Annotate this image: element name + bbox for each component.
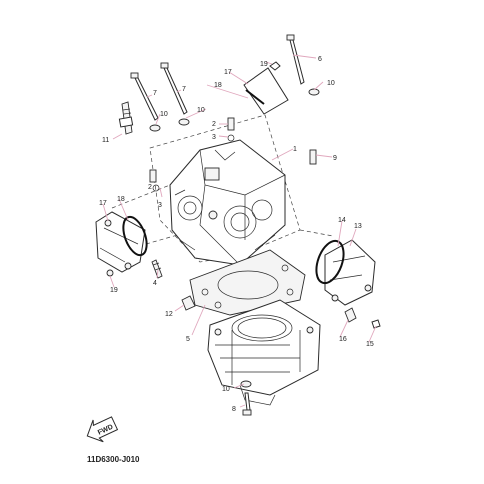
o-ring-left [122,215,148,257]
bracket [344,307,357,323]
washers [149,88,320,388]
callout-17a: 17 [99,200,107,207]
callout-18b: 18 [214,82,222,89]
long-bolts [130,34,305,416]
callout-labels: 1 2 3 2 3 4 5 6 7 7 8 9 10 10 10 10 11 1… [99,56,374,413]
callout-10a: 10 [160,111,168,118]
callout-10d: 10 [222,386,230,393]
callout-19a: 19 [110,287,118,294]
callout-10b: 10 [197,107,205,114]
callout-14: 14 [338,217,346,224]
fitting [181,295,196,311]
callout-3: 3 [212,134,216,141]
callout-2b: 2 [148,184,152,191]
spark-plug [118,101,134,135]
callout-19b: 19 [260,61,268,68]
fwd-arrow: FWD [86,416,119,443]
callout-16: 16 [339,336,347,343]
callout-7a: 7 [153,90,157,97]
cylinder-head [169,139,286,266]
callout-4: 4 [153,280,157,287]
callout-6: 6 [318,56,322,63]
callout-3b: 3 [158,202,162,209]
callout-10c: 10 [327,80,335,87]
callout-17b: 17 [224,69,232,76]
exhaust-valve-cover [324,239,376,306]
intake-valve-cover [95,211,146,273]
callout-12: 12 [165,311,173,318]
leader-lines [102,54,377,408]
callout-8: 8 [232,406,236,413]
callout-1: 1 [293,146,297,153]
valve-cover-seal-top [243,67,289,115]
callout-9: 9 [333,155,337,162]
callout-11: 11 [102,137,109,144]
cover-bolts [106,61,381,329]
o-ring-right [315,239,345,285]
callout-2: 2 [212,121,216,128]
callout-18a: 18 [117,196,125,203]
callout-13: 13 [354,223,362,230]
studs [151,259,163,279]
callout-15: 15 [366,341,374,348]
callout-5: 5 [186,336,190,343]
dowel-pins [149,117,317,192]
callout-7b: 7 [182,86,186,93]
cylinder-block [207,299,321,406]
catalog-code: 11D6300-J010 [87,455,140,464]
